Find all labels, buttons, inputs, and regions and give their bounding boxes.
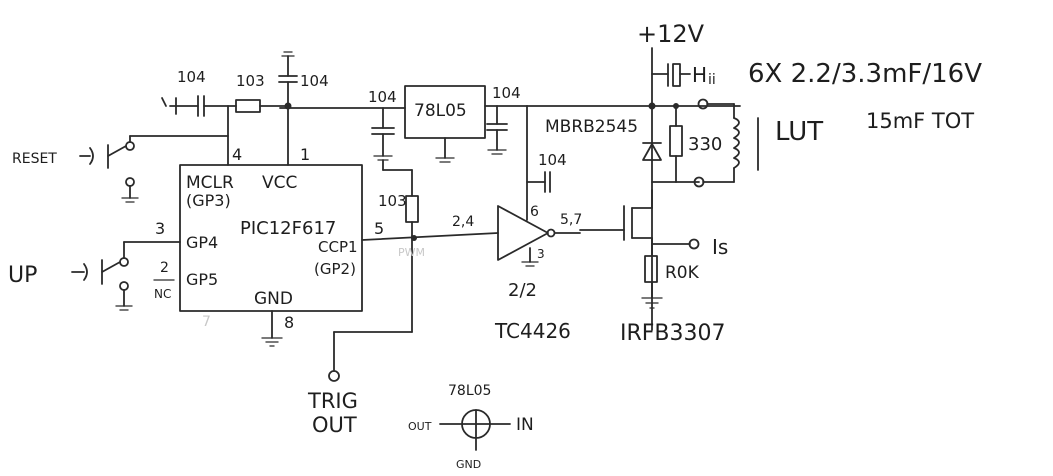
mcu-pin3: 3 xyxy=(155,219,165,238)
diode-symbol xyxy=(642,142,677,183)
sense-resistor-label: R0K xyxy=(665,263,700,283)
regulator-out-cap-label: 104 xyxy=(492,84,521,102)
mcu-vcc: VCC xyxy=(262,173,297,193)
mclr-cap-label: 104 xyxy=(177,68,206,86)
driver-in-pins: 2,4 xyxy=(452,214,474,230)
up-switch xyxy=(71,241,181,311)
driver-gnd-pin: 3 xyxy=(537,247,545,261)
supply-wire xyxy=(526,47,741,331)
mcu-gp2: (GP2) xyxy=(314,260,356,278)
up-label: UP xyxy=(8,263,37,288)
driver-out-pins: 5,7 xyxy=(560,212,582,228)
capacitor-note-line1: 6X 2.2/3.3mF/16V xyxy=(748,59,982,89)
sense-resistor xyxy=(641,255,663,309)
mcu-pin1: 1 xyxy=(300,145,310,164)
reset-switch xyxy=(79,135,229,203)
capacitor-note-line2: 15mF TOT xyxy=(866,109,974,133)
pinout-title: 78L05 xyxy=(448,383,491,399)
mclr-resistor-label: 103 xyxy=(236,72,265,90)
mosfet-symbol xyxy=(579,189,653,257)
supply-label: +12V xyxy=(637,20,705,48)
mcu-gp3: (GP3) xyxy=(186,191,231,210)
junction-dot xyxy=(673,103,679,109)
pinout-gnd: GND xyxy=(456,458,481,471)
is-terminal xyxy=(651,238,700,250)
junction-dot xyxy=(648,102,656,110)
pwm-resistor-label: 103 xyxy=(378,192,407,210)
mcu-gp4: GP4 xyxy=(186,233,218,252)
trig-out-terminal xyxy=(328,370,340,382)
svg-text:ii: ii xyxy=(708,72,716,88)
mcu-pin4: 4 xyxy=(232,145,242,164)
mcu-name: PIC12F617 xyxy=(240,218,336,239)
reset-label: RESET xyxy=(12,151,57,167)
mcu-body xyxy=(179,164,363,312)
pwm-label: PWM xyxy=(398,246,425,259)
driver-vcc-pin: 6 xyxy=(530,204,539,220)
trig-label-line1: TRIG xyxy=(307,389,358,413)
pinout-in: IN xyxy=(516,415,534,435)
lut-label: LUT xyxy=(775,117,823,147)
resistor-330 xyxy=(669,105,700,183)
diode-label: MBRB2545 xyxy=(545,117,638,137)
mcu-pin2: 2 xyxy=(160,260,169,276)
junction-dot xyxy=(411,235,417,241)
mcu-gp5: GP5 xyxy=(186,270,218,289)
regulator-in-cap-label: 104 xyxy=(368,88,397,106)
lut-coil xyxy=(733,117,740,169)
pinout-symbol xyxy=(439,409,511,451)
driver-cap-label: 104 xyxy=(538,151,567,169)
resistor-330-label: 330 xyxy=(688,134,722,155)
driver-half-label: 2/2 xyxy=(508,280,537,301)
load-terminals xyxy=(693,98,735,188)
mcu-ccp1: CCP1 xyxy=(318,238,358,256)
mosfet-label: IRFB3307 xyxy=(620,321,726,346)
is-label: Is xyxy=(712,235,728,259)
mcu-gnd: GND xyxy=(254,289,293,309)
driver-name: TC4426 xyxy=(494,319,571,343)
svg-text:H: H xyxy=(692,63,707,87)
bulk-capacitor-symbol: H ii xyxy=(651,63,716,88)
mcu-pin5: 5 xyxy=(374,219,384,238)
pwm-wire xyxy=(333,159,499,371)
mcu-nc: NC xyxy=(154,287,171,301)
regulator-label: 78L05 xyxy=(414,101,467,121)
mcu-pin7: 7 xyxy=(202,314,211,330)
pinout-out: OUT xyxy=(408,420,432,433)
mcu-gnd-symbol xyxy=(261,310,283,347)
mcu-mclr: MCLR xyxy=(186,173,234,193)
vcc-cap-label: 104 xyxy=(300,72,329,90)
mcu-pin8: 8 xyxy=(284,313,294,332)
trig-label-line2: OUT xyxy=(312,413,357,437)
junction-dot xyxy=(284,102,292,110)
regulator-wires xyxy=(279,105,528,163)
